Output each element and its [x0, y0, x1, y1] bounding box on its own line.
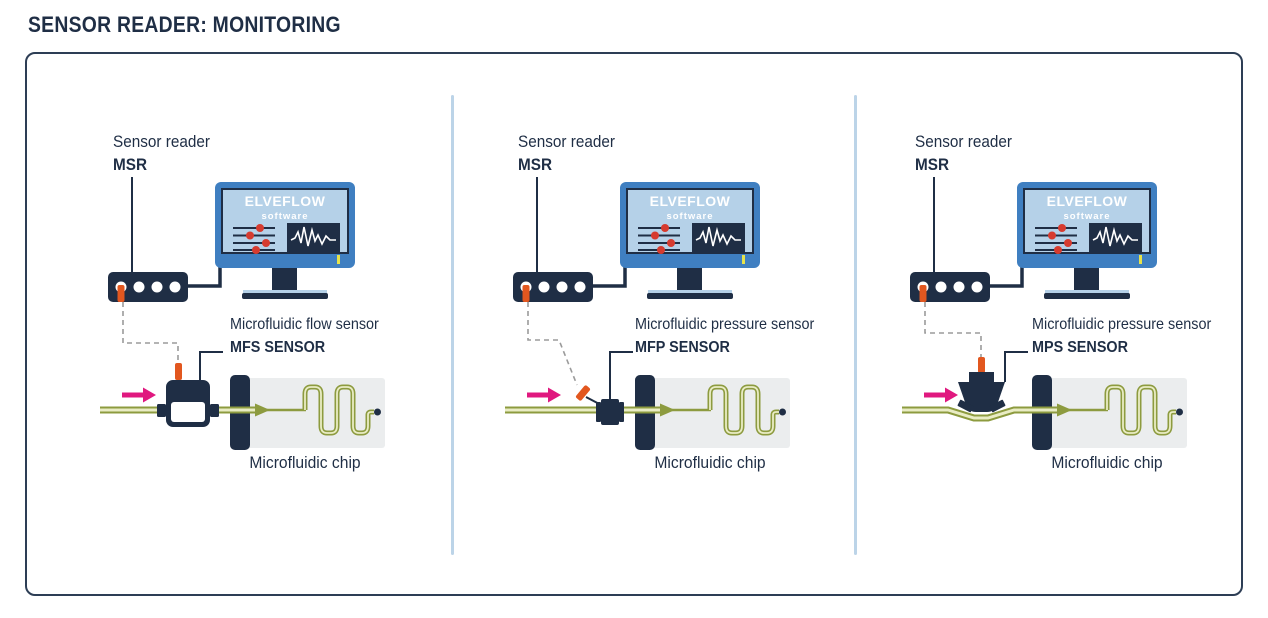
waveform-chart-icon — [287, 223, 340, 252]
sensor-type-code: MFP SENSOR — [635, 339, 730, 356]
power-led — [1139, 255, 1142, 264]
channel-outlet-dot — [374, 408, 381, 416]
diagram-frame — [25, 52, 1243, 596]
label-pointer-line — [609, 351, 633, 399]
sensor-window — [171, 402, 205, 422]
sensor-reader-title: Sensor reader — [113, 132, 210, 151]
panel-flow-sensor: Sensor reader MSR Microfluidic flow sens… — [26, 55, 446, 607]
reader-port — [971, 281, 983, 293]
panel-diagram: ELVEFLOW software — [100, 177, 385, 450]
reader-port — [556, 281, 568, 293]
sensor-reader-label: Sensor reader MSR — [518, 130, 615, 176]
channel-outlet-dot — [779, 408, 786, 416]
signal-dashed-line — [924, 302, 982, 357]
chip-label: Microfluidic chip — [249, 453, 361, 472]
page-title: SENSOR READER: MONITORING — [28, 12, 341, 37]
microfluidic-chip — [230, 375, 385, 450]
panel-divider — [451, 95, 454, 555]
sensor-type-label: Microfluidic flow sensor MFS SENSOR — [230, 313, 379, 359]
sensor-reader-device — [910, 177, 990, 302]
signal-dashed-line — [122, 302, 179, 363]
label-pointer-line — [199, 351, 223, 380]
software-label: software — [261, 211, 308, 222]
reader-port — [169, 281, 181, 293]
sensor-reader-device — [513, 177, 593, 302]
slider-controls-icon — [1035, 224, 1077, 254]
microfluidic-chip — [1032, 375, 1187, 450]
flow-direction-arrow — [924, 387, 958, 403]
panel-diagram: ELVEFLOW software — [505, 177, 790, 450]
reader-port — [538, 281, 550, 293]
tube-taper — [255, 403, 270, 417]
label-pointer-line — [1004, 351, 1028, 382]
waveform-chart-icon — [1089, 223, 1142, 252]
reader-port — [574, 281, 586, 293]
power-led — [337, 255, 340, 264]
sensor-type-label: Microfluidic pressure sensor MPS SENSOR — [1032, 313, 1211, 359]
software-label: software — [666, 211, 713, 222]
sensor-plug — [575, 385, 591, 401]
monitor-cable — [188, 267, 222, 288]
power-led — [742, 255, 745, 264]
waveform-chart-icon — [692, 223, 745, 252]
monitor: ELVEFLOW software — [593, 182, 760, 299]
slider-controls-icon — [233, 224, 275, 254]
chip-channel — [266, 384, 381, 436]
monitor-stand — [242, 268, 328, 299]
pressure-sensor-icon — [957, 351, 1028, 413]
monitor-stand — [1044, 268, 1130, 299]
monitor-cable — [593, 267, 627, 288]
sensor-type-title: Microfluidic flow sensor — [230, 316, 379, 333]
elveflow-logo: ELVEFLOW — [650, 193, 731, 209]
sensor-type-code: MFS SENSOR — [230, 339, 326, 356]
sensor-reader-title: Sensor reader — [915, 132, 1012, 151]
sensor-type-label: Microfluidic pressure sensor MFP SENSOR — [635, 313, 814, 359]
sensor-reader-code: MSR — [113, 155, 148, 174]
panel-diagram: ELVEFLOW software — [902, 177, 1187, 450]
sensor-reader-title: Sensor reader — [518, 132, 615, 151]
chip-label: Microfluidic chip — [1051, 453, 1163, 472]
reader-port — [935, 281, 947, 293]
monitor-cable — [990, 267, 1024, 288]
panel-pressure-sensor-mfp: Sensor reader MSR Microfluidic pressure … — [431, 55, 851, 607]
reader-plug — [522, 285, 530, 302]
panel-divider — [854, 95, 857, 555]
sensor-plug — [175, 363, 182, 380]
sensor-type-title: Microfluidic pressure sensor — [635, 316, 815, 333]
tubing — [505, 403, 675, 417]
chip-channel — [671, 384, 786, 436]
elveflow-logo: ELVEFLOW — [1047, 193, 1128, 209]
sensor-reader-label: Sensor reader MSR — [113, 130, 210, 176]
flow-direction-arrow — [527, 387, 561, 403]
reader-port — [133, 281, 145, 293]
elveflow-logo: ELVEFLOW — [245, 193, 326, 209]
reader-port — [953, 281, 965, 293]
channel-outlet-dot — [1176, 408, 1183, 416]
chip-channel — [1068, 384, 1183, 436]
tube-taper — [1057, 403, 1072, 417]
monitor: ELVEFLOW software — [990, 182, 1157, 299]
pressure-sensor-icon — [575, 351, 633, 425]
monitor: ELVEFLOW software — [188, 182, 355, 299]
tubing — [902, 403, 1072, 422]
sensor-type-title: Microfluidic pressure sensor — [1032, 316, 1212, 333]
reader-port — [151, 281, 163, 293]
sensor-reader-code: MSR — [518, 155, 553, 174]
sensor-plug — [978, 357, 985, 373]
flow-sensor-icon — [157, 351, 223, 427]
monitor-stand — [647, 268, 733, 299]
slider-controls-icon — [638, 224, 680, 254]
sensor-reader-label: Sensor reader MSR — [915, 130, 1012, 176]
signal-dashed-line — [527, 302, 578, 386]
chip-label: Microfluidic chip — [654, 453, 766, 472]
tube-taper — [660, 403, 675, 417]
panel-pressure-sensor-mps: Sensor reader MSR Microfluidic pressure … — [828, 55, 1248, 607]
sensor-reader-code: MSR — [915, 155, 950, 174]
sensor-reader-device — [108, 177, 188, 302]
sensor-type-code: MPS SENSOR — [1032, 339, 1129, 356]
reader-plug — [919, 285, 927, 302]
software-label: software — [1063, 211, 1110, 222]
reader-plug — [117, 285, 125, 302]
flow-direction-arrow — [122, 387, 156, 403]
